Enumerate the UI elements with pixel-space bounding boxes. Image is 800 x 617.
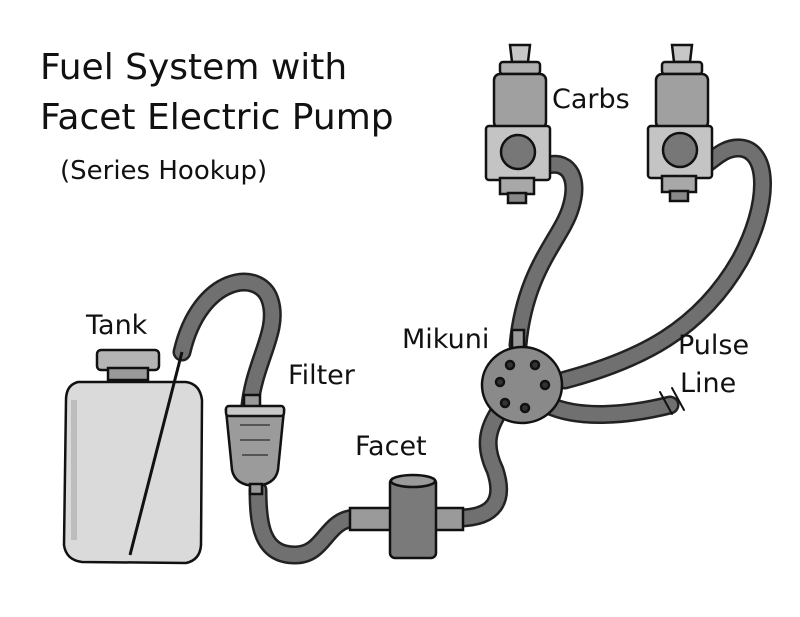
title-line-2: Facet Electric Pump — [40, 97, 394, 138]
tank-neck — [106, 366, 150, 382]
label-tank: Tank — [86, 310, 148, 341]
carb-left — [484, 43, 552, 205]
facet-pump-body — [388, 476, 438, 560]
tank-body — [62, 380, 204, 565]
carb-right-body — [654, 72, 710, 130]
label-pulse: Pulse — [678, 330, 750, 361]
filter-body — [224, 408, 286, 488]
pulse-line-break — [659, 387, 685, 415]
carb-left-body — [492, 72, 548, 130]
label-facet: Facet — [355, 431, 427, 462]
fuel-hoses — [172, 138, 772, 565]
tank-pickup-tube — [128, 351, 184, 556]
label-filter: Filter — [288, 360, 355, 391]
facet-pump — [348, 473, 465, 560]
carb-right — [646, 43, 714, 203]
label-mikuni: Mikuni — [402, 324, 490, 355]
label-carbs: Carbs — [552, 84, 630, 115]
label-line: Line — [680, 368, 737, 399]
title-line-1: Fuel System with — [40, 47, 348, 88]
tank — [62, 348, 204, 565]
mikuni-pump — [480, 328, 564, 425]
filter — [224, 393, 286, 496]
subtitle: (Series Hookup) — [60, 156, 268, 186]
